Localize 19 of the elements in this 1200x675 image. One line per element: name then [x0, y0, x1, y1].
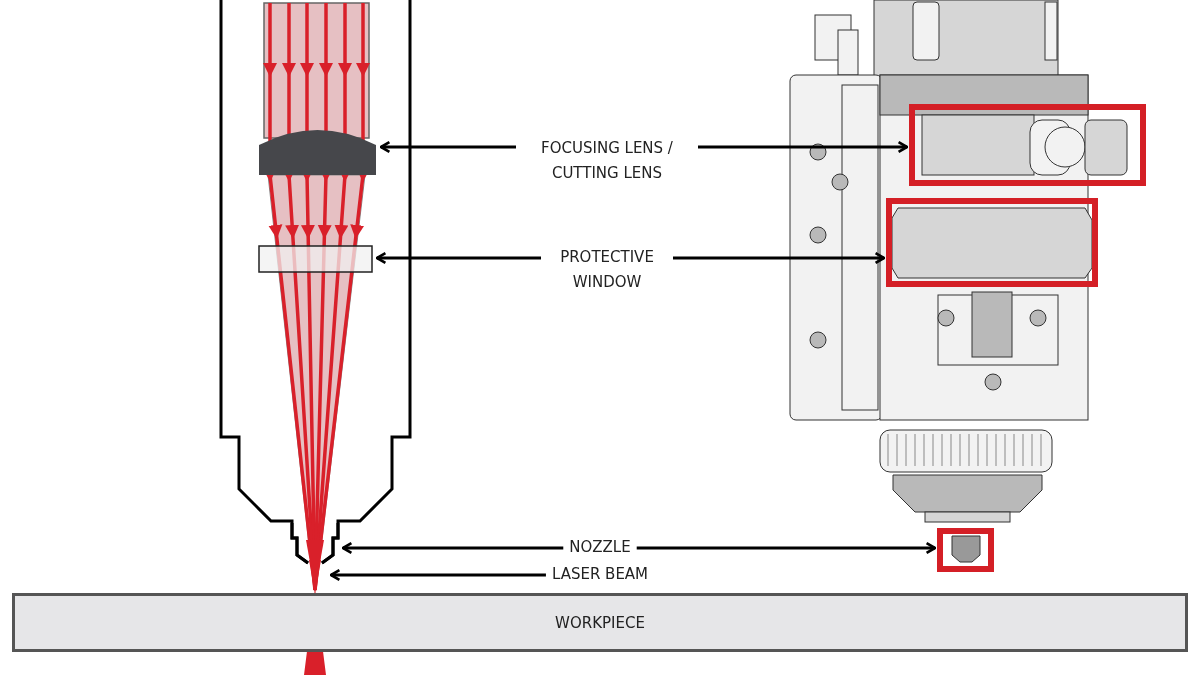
part-label: LASER BEAM	[551, 562, 649, 587]
part-label: FOCUSING LENS / CUTTING LENS	[522, 136, 692, 186]
arrow	[636, 541, 937, 555]
arrow	[698, 140, 909, 154]
part-label: WORKPIECE	[555, 613, 645, 632]
highlight-frame	[886, 198, 1098, 287]
focusing-lens	[259, 130, 376, 175]
arrow	[329, 568, 546, 582]
arrow	[375, 251, 541, 265]
nozzle-tip	[290, 521, 340, 565]
arrow	[341, 541, 564, 555]
protective-window	[258, 245, 373, 273]
part-label: PROTECTIVE WINDOW	[547, 245, 667, 295]
arrow	[673, 251, 886, 265]
workpiece-plate	[12, 593, 1188, 652]
highlight-frame	[909, 104, 1146, 186]
highlight-frame	[937, 528, 994, 572]
arrow	[379, 140, 516, 154]
part-label: NOZZLE	[569, 535, 631, 560]
